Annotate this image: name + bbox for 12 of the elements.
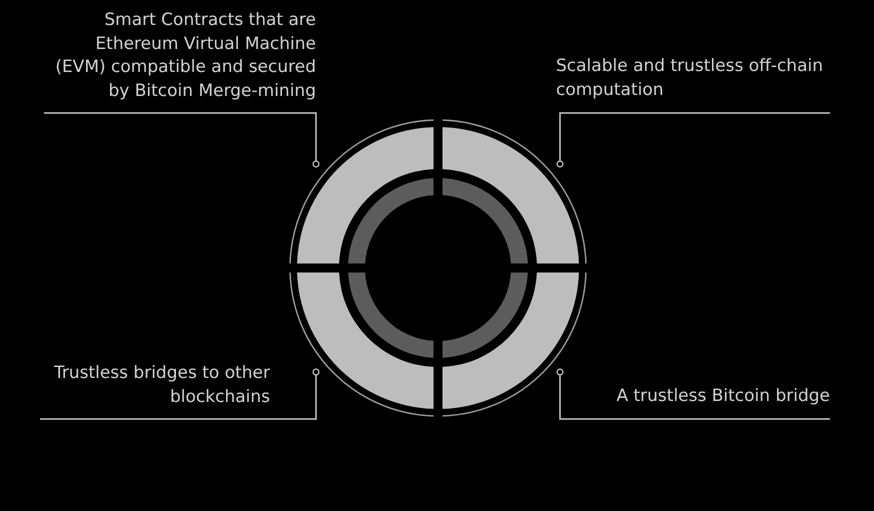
ring-segment [442,127,579,264]
leader-line [556,368,830,420]
leader-line [556,112,830,168]
leader-line [40,368,320,420]
callout-text: A trustless Bitcoin bridge [598,385,830,419]
leader-line [44,112,320,168]
callout-text: Scalable and trustless off-chain computation [556,55,830,113]
ring-segment [297,127,434,264]
ring-segment [442,272,579,409]
callout-text: Trustless bridges to other blockchains [40,362,270,419]
ring-segment [297,272,434,409]
callout-text: Smart Contracts that are Ethereum Virtual Machine (EVM) compatible and secured by Bitcoin Merge-mining [44,9,316,113]
